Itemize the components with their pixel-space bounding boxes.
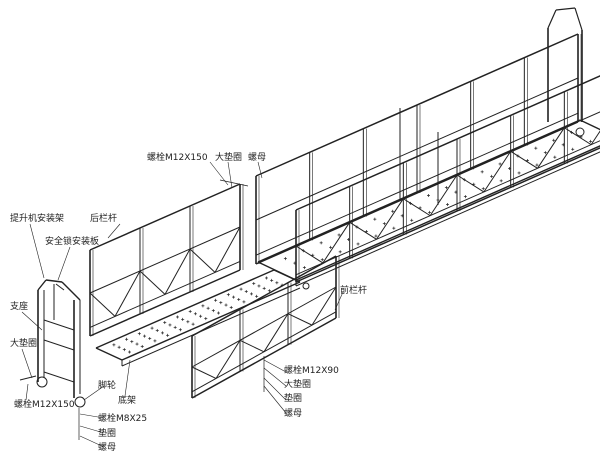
label-rear-rail: 后栏杆: [90, 214, 118, 224]
label-left-bolt: 螺栓M12X150: [14, 400, 75, 410]
leader-lines: [21, 161, 344, 448]
support-bracket: [19, 279, 86, 440]
base-frame: [95, 269, 301, 367]
label-top-nut: 螺母: [248, 153, 267, 163]
label-left-washer: 大垫圈: [10, 339, 38, 349]
rear-railing: [89, 183, 244, 337]
label-front-big-washer: 大垫圈: [284, 380, 312, 390]
label-hoist-mount: 提升机安装架: [10, 214, 65, 224]
label-caster-bolt: 螺栓M8X25: [98, 414, 148, 424]
label-top-bolt: 螺栓M12X150: [147, 153, 208, 163]
label-support: 支座: [10, 302, 29, 312]
label-front-nut: 螺母: [284, 409, 303, 419]
label-front-rail: 前栏杆: [340, 286, 368, 296]
label-front-washer: 垫圈: [284, 394, 303, 404]
label-top-washer: 大垫圈: [215, 153, 243, 163]
label-caster-nut: 螺母: [98, 443, 117, 453]
label-lock-plate: 安全锁安装板: [45, 237, 100, 247]
label-caster: 脚轮: [98, 381, 117, 391]
assembled-platform: [255, 7, 600, 290]
label-base-frame: 底架: [118, 396, 137, 406]
label-caster-washer: 垫圈: [98, 429, 117, 439]
label-front-bolt: 螺栓M12X90: [284, 366, 339, 376]
